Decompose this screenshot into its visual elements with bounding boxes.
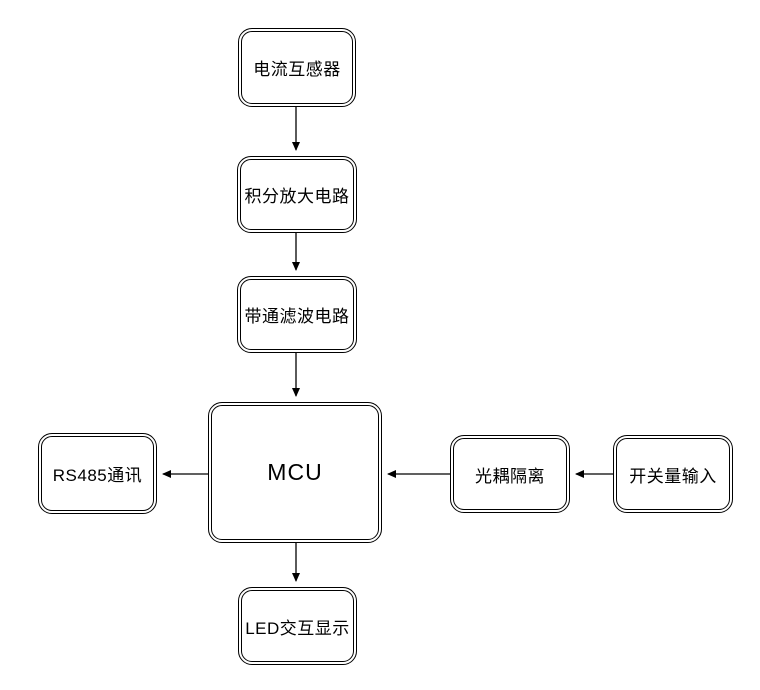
node-label-led-display: LED交互显示 bbox=[245, 618, 350, 638]
node-label-rs485-comm: RS485通讯 bbox=[52, 466, 143, 485]
node-switch-input: 开关量输入 bbox=[613, 435, 733, 513]
node-optocoupler-isolation: 光耦隔离 bbox=[450, 435, 570, 513]
node-label-switch-input: 开关量输入 bbox=[629, 466, 717, 486]
node-led-display: LED交互显示 bbox=[238, 587, 357, 665]
node-label-current-transformer: 电流互感器 bbox=[253, 60, 341, 79]
node-current-transformer: 电流互感器 bbox=[238, 28, 356, 107]
node-mcu: MCU bbox=[208, 402, 382, 543]
node-label-integrator-amplifier: 积分放大电路 bbox=[244, 187, 350, 206]
node-label-bandpass-filter: 带通滤波电路 bbox=[244, 307, 350, 326]
node-label-mcu: MCU bbox=[267, 459, 323, 485]
node-rs485-comm: RS485通讯 bbox=[38, 433, 157, 514]
node-label-optocoupler-isolation: 光耦隔离 bbox=[475, 466, 545, 486]
node-bandpass-filter: 带通滤波电路 bbox=[237, 276, 357, 353]
node-integrator-amplifier: 积分放大电路 bbox=[237, 156, 357, 233]
